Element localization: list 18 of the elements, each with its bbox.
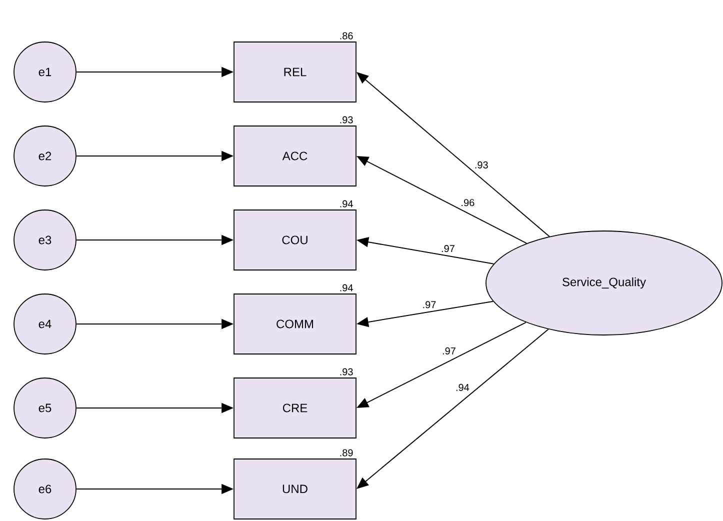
edge-label: .93 bbox=[475, 161, 488, 168]
edge-label: .97 bbox=[442, 245, 454, 252]
variable-box: REL bbox=[234, 42, 356, 102]
value-label: .93 bbox=[340, 368, 353, 376]
variable-box: UND bbox=[234, 458, 356, 520]
edge-label: .96 bbox=[462, 199, 474, 206]
variable-box: COU bbox=[234, 210, 356, 270]
variable-box: ACC bbox=[234, 126, 356, 186]
value-label: .94 bbox=[340, 284, 353, 292]
value-label: .93 bbox=[340, 116, 353, 124]
value-label: .86 bbox=[340, 32, 353, 40]
edge-label: .97 bbox=[423, 301, 436, 308]
value-label: .89 bbox=[340, 449, 353, 456]
edge-label: .97 bbox=[442, 347, 456, 354]
value-label: .94 bbox=[340, 200, 353, 208]
edge-label: .94 bbox=[456, 384, 470, 391]
variable-box: CRE bbox=[234, 378, 356, 438]
variable-box: COMM bbox=[234, 294, 356, 354]
